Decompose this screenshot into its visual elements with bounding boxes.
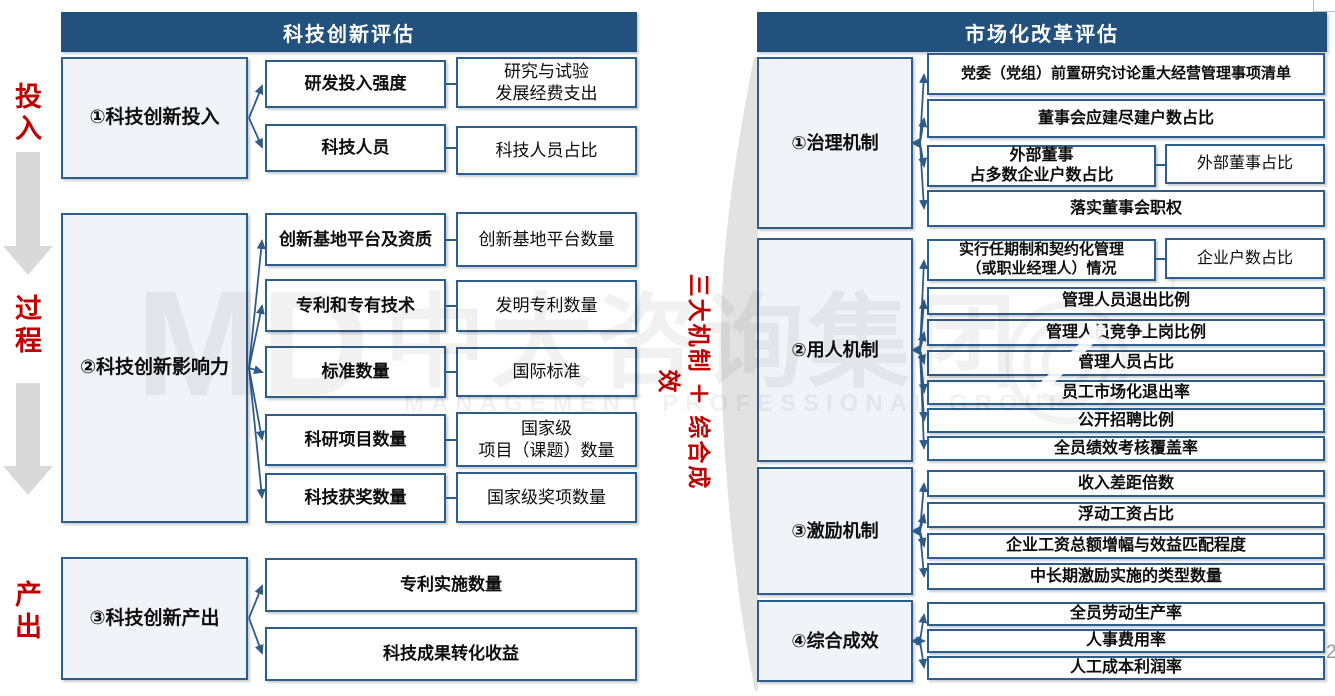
right-diagram-title: 市场化改革评估: [757, 12, 1327, 52]
category-box: ①治理机制: [757, 57, 913, 229]
item-box: 党委（党组）前置研究讨论重大经营管理事项清单: [927, 53, 1325, 95]
left-diagram-title: 科技创新评估: [61, 12, 637, 52]
indicator-box: 研发投入强度: [265, 60, 446, 108]
metric-box: 国家级 项目（课题）数量: [456, 412, 637, 467]
item-box: 浮动工资占比: [927, 502, 1325, 528]
indicator-box: 专利和专有技术: [265, 279, 446, 332]
item-box: 员工市场化退出率: [927, 380, 1325, 405]
item-box: 管理人员占比: [927, 350, 1325, 376]
indicator-box: 科技获奖数量: [265, 473, 446, 523]
indicator-box: 科技人员: [265, 124, 446, 172]
item-box: 全员绩效考核覆盖率: [927, 436, 1325, 461]
down-arrow-icon: [3, 152, 53, 275]
category-box: ②科技创新影响力: [61, 213, 248, 523]
rail-label-output: 产出: [11, 580, 41, 644]
down-arrow-icon: [3, 383, 53, 495]
category-box: ①科技创新投入: [61, 57, 248, 179]
metric-box: 科技人员占比: [456, 126, 637, 175]
item-box: 董事会应建尽建户数占比: [927, 99, 1325, 138]
item-box: 落实董事会职权: [927, 190, 1325, 227]
metric-box: 研究与试验 发展经费支出: [456, 57, 637, 108]
item-box: 全员劳动生产率: [927, 602, 1325, 626]
item-box: 人工成本利润率: [927, 656, 1325, 680]
middle-mechanisms-label: 三大机制 ＋ 综合成效: [656, 273, 712, 491]
item-box: 收入差距倍数: [927, 470, 1325, 497]
category-box: ③激励机制: [757, 467, 913, 595]
item-box: 企业工资总额增幅与效益匹配程度: [927, 533, 1325, 559]
category-box: ③科技创新产出: [61, 557, 248, 680]
metric-box: 创新基地平台数量: [456, 212, 637, 267]
side-metric-box: 企业户数占比: [1165, 238, 1325, 279]
item-box: 管理人员退出比例: [927, 287, 1325, 315]
item-box: 管理人员竞争上岗比例: [927, 319, 1325, 346]
rail-label-input: 投入: [11, 82, 41, 146]
item-box: 外部董事 占多数企业户数占比: [927, 145, 1156, 187]
indicator-box: 科研项目数量: [265, 414, 446, 466]
metric-box: 国家级奖项数量: [456, 472, 637, 523]
category-box: ②用人机制: [757, 238, 913, 462]
indicator-box: 创新基地平台及资质: [265, 213, 446, 266]
chevron-divider-shape: [721, 57, 758, 691]
indicator-box: 标准数量: [265, 346, 446, 398]
side-metric-box: 外部董事占比: [1165, 144, 1325, 184]
corner-placeholder-box: [1313, 0, 1335, 12]
metric-box: 发明专利数量: [456, 280, 637, 332]
output-item-box: 科技成果转化收益: [265, 627, 637, 681]
category-box: ④综合成效: [757, 600, 913, 682]
metric-box: 国际标准: [456, 347, 637, 397]
page-number: 2: [1326, 642, 1335, 663]
item-box: 人事费用率: [927, 629, 1325, 653]
item-box: 中长期激励实施的类型数量: [927, 563, 1325, 590]
item-box: 公开招聘比例: [927, 408, 1325, 433]
rail-label-process: 过程: [11, 294, 41, 358]
item-box: 实行任期制和契约化管理 （或职业经理人）情况: [927, 239, 1156, 281]
output-item-box: 专利实施数量: [265, 558, 637, 612]
